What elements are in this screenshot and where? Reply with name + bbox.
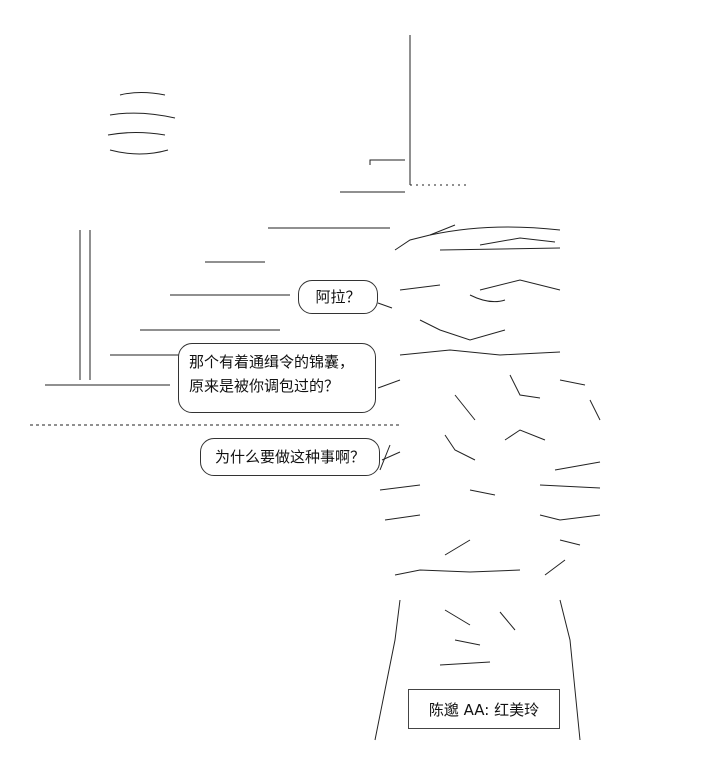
speech-line-2a: 那个有着通缉令的锦囊， [189,353,355,371]
speech-bubble-1: 阿拉？ [298,280,378,314]
speech-line-3: 为什么要做这种事啊？ [214,448,365,466]
pillar [409,35,470,186]
staircase [30,159,405,426]
character-figure [374,224,601,741]
speech-bubble-2: 那个有着通缉令的锦囊， 原来是被你调包过的？ [178,343,376,413]
speech-bubble-3: 为什么要做这种事啊？ [200,438,380,476]
speech-line-1: 阿拉？ [315,288,361,306]
credit-label: 陈邈 AA: 红美玲 [428,700,540,719]
small-face [107,92,176,155]
bubble-tails [377,302,401,461]
credit-box: 陈邈 AA: 红美玲 [408,689,560,729]
speech-line-2b: 原来是被你调包过的？ [189,377,340,395]
